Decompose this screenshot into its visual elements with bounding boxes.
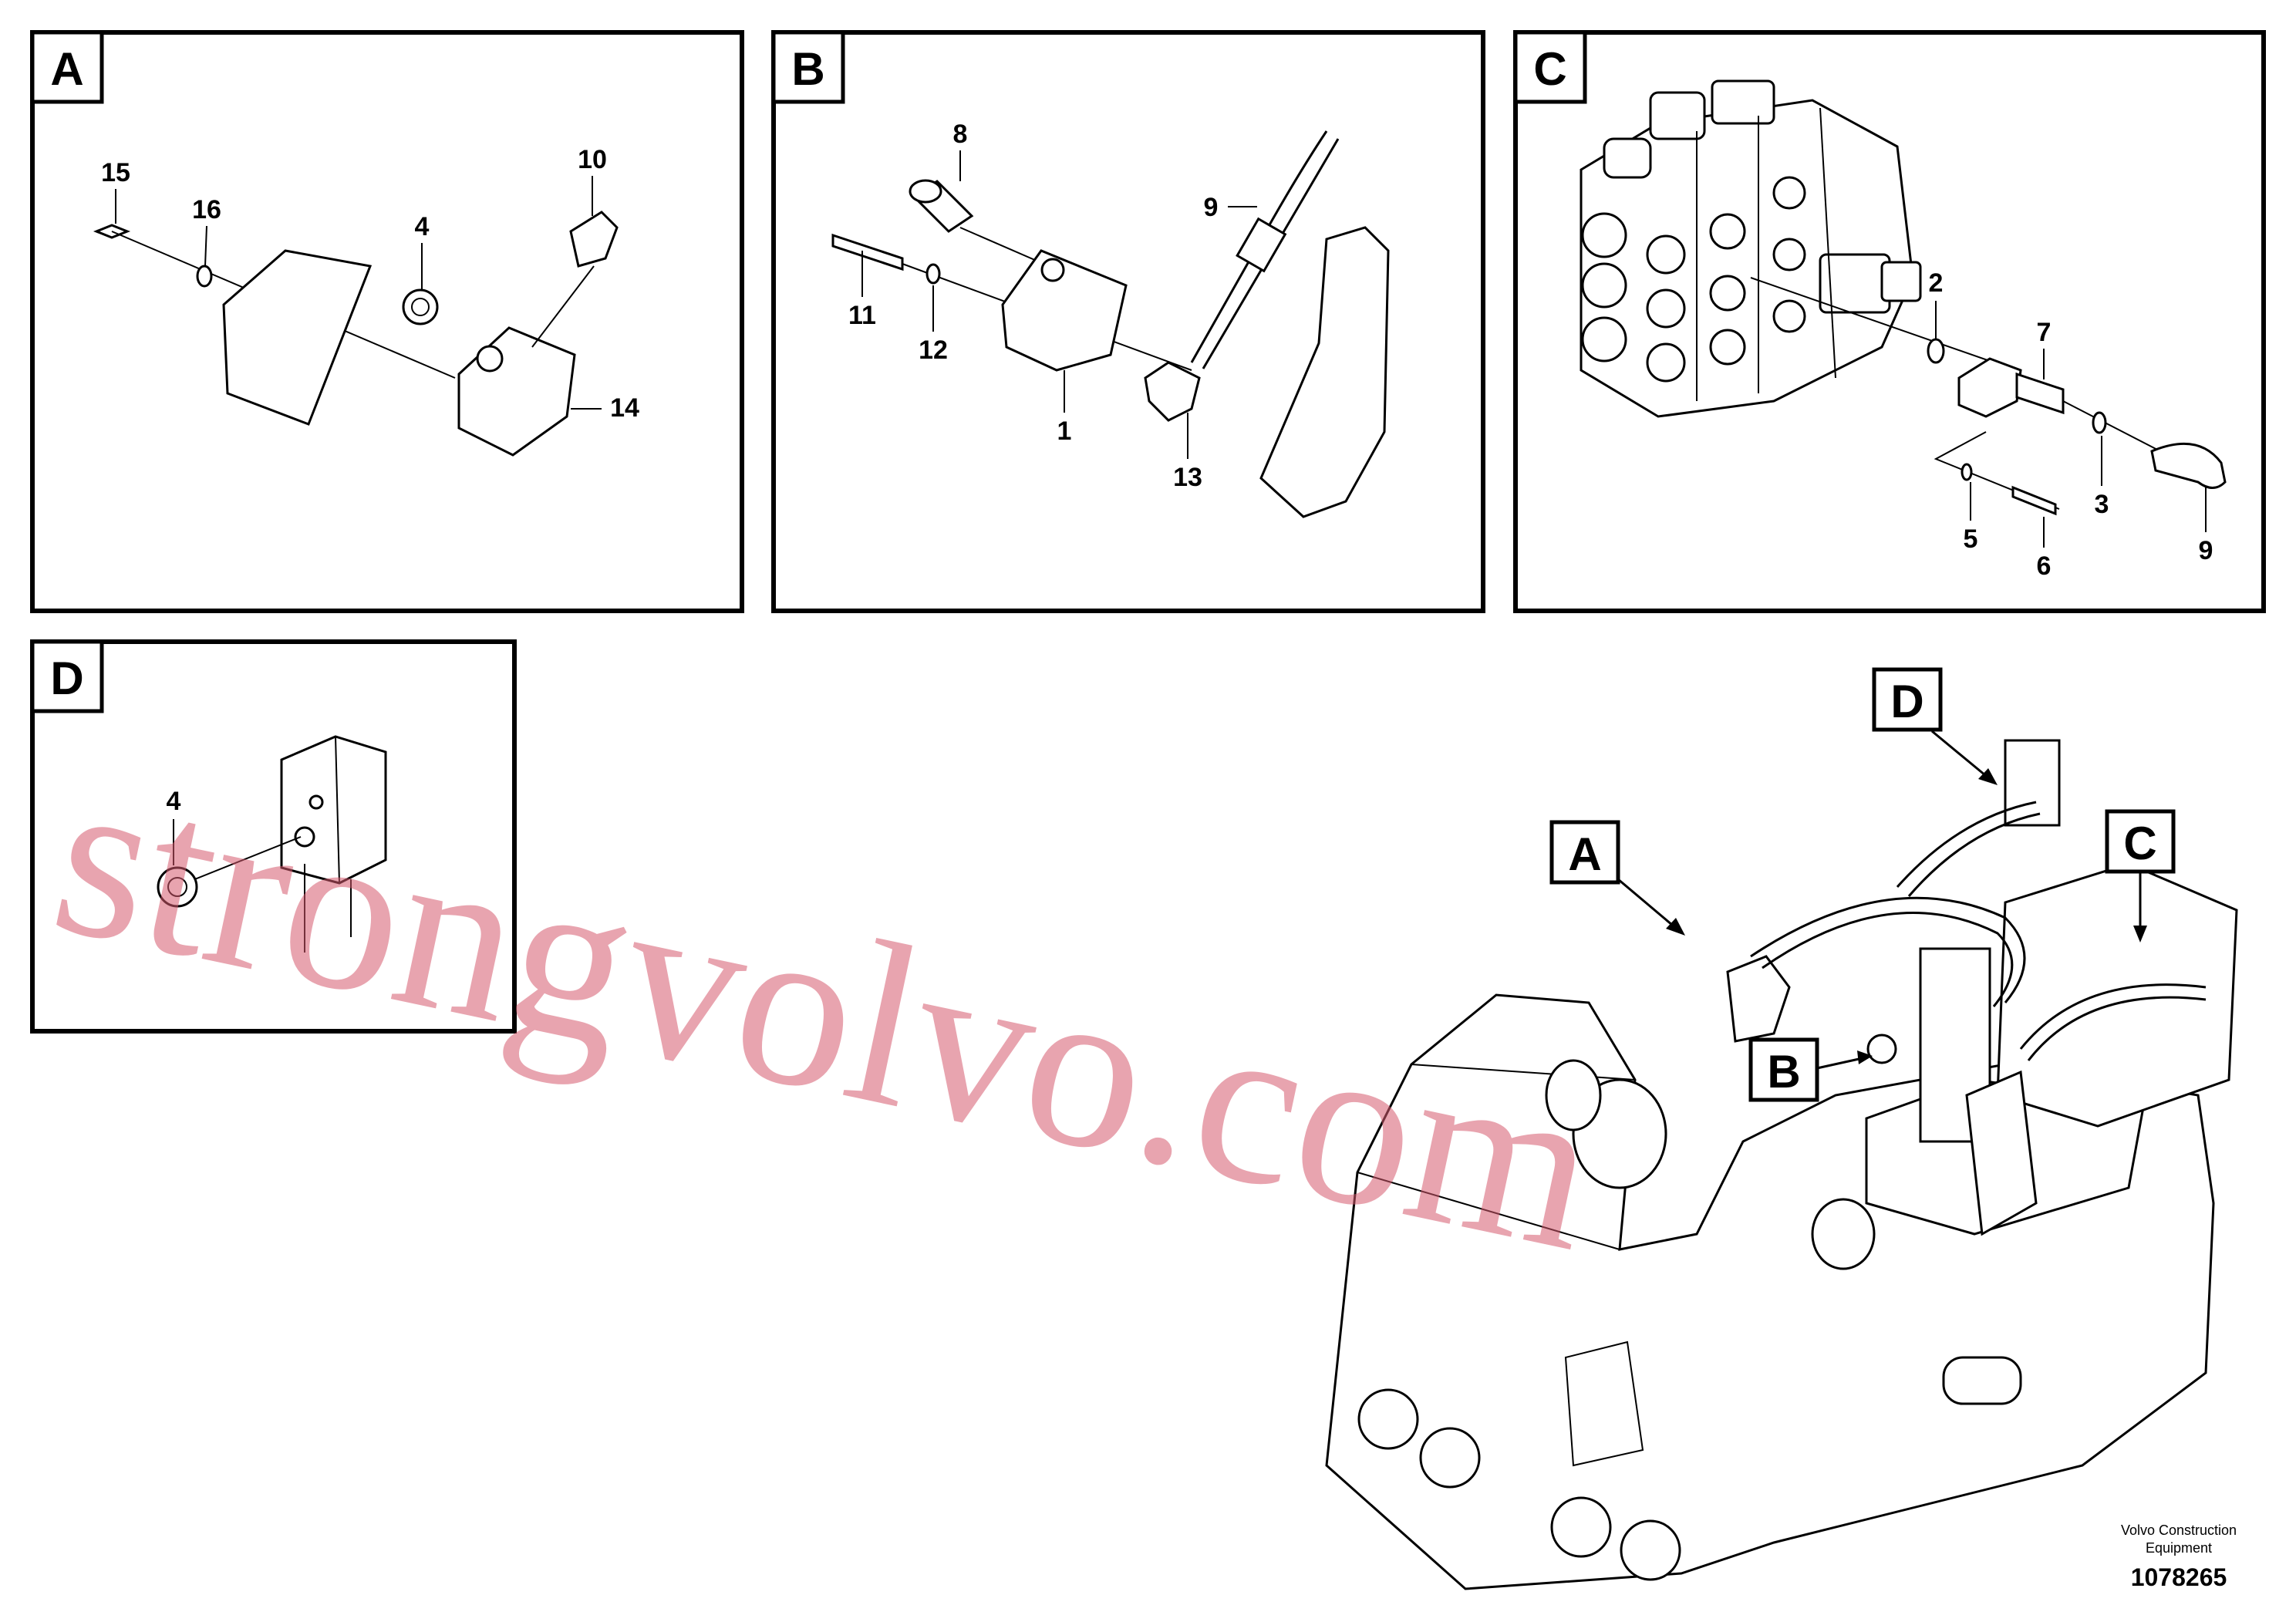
- overview-block-a: [1726, 955, 1791, 1043]
- watermark: strongvolvo.com: [35, 724, 1617, 1300]
- block-1: [1001, 249, 1128, 372]
- panel-d-frame: [30, 639, 517, 1034]
- overview-tag-c-box: [2105, 809, 2176, 874]
- hose-9: [2150, 442, 2227, 489]
- oring-3: [2092, 411, 2107, 434]
- overview-tag-d-box: [1872, 667, 1943, 732]
- callout-12: 12: [919, 336, 948, 365]
- oring-2: [1927, 338, 1945, 364]
- panel-a: A 15 16 4 10 14: [30, 30, 744, 613]
- panel-c-tag: C: [1533, 43, 1566, 95]
- callout-15: 15: [101, 158, 130, 187]
- hose-a: [1750, 896, 2026, 1003]
- overview-tag-b: B: [1767, 1046, 1800, 1098]
- panel-a-frame: [30, 30, 744, 613]
- overview-bracket: [1965, 1070, 2038, 1236]
- bolt-11: [831, 233, 904, 271]
- overview-tag-a: A: [1568, 828, 1601, 880]
- callout-8: 8: [953, 120, 968, 149]
- callout-9: 9: [1204, 193, 1219, 222]
- credit-line-1: Volvo Construction: [2121, 1523, 2237, 1538]
- panel-d: D 4: [30, 639, 517, 1034]
- washer-5: [1961, 463, 1973, 481]
- callout-16: 16: [192, 195, 221, 224]
- callout-7: 7: [2037, 318, 2052, 347]
- fitting-4: [402, 288, 439, 325]
- panel-d-tag-box: [30, 639, 104, 713]
- adapter-7: [2015, 372, 2065, 415]
- control-valve: [1580, 79, 1922, 418]
- callout-5: 5: [1964, 524, 1978, 554]
- panel-d-tag: D: [50, 653, 83, 704]
- fitting-4: [157, 866, 198, 908]
- panel-b-tag: B: [791, 43, 824, 95]
- washer-16: [196, 265, 213, 288]
- panel-c-tag-box: [1513, 30, 1587, 104]
- overview-tag-a-box: [1549, 820, 1620, 885]
- overview-assembly: D A C B: [1325, 667, 2238, 1590]
- mounting-plate: [222, 249, 373, 426]
- callout-9c: 9: [2199, 536, 2213, 565]
- callout-14: 14: [610, 393, 639, 423]
- callout-4d: 4: [167, 787, 181, 816]
- panel-a-tag: A: [50, 43, 83, 95]
- panel-b-tag-box: [771, 30, 845, 104]
- hose-d: [1896, 801, 2037, 888]
- washer-12: [925, 263, 941, 285]
- overview-tag-b-box: [1748, 1037, 1819, 1102]
- callout-1: 1: [1057, 416, 1072, 446]
- elbow-13: [1144, 361, 1201, 422]
- panel-c: C: [1513, 30, 2266, 613]
- overview-tag-c: C: [2123, 818, 2156, 869]
- callout-3: 3: [2095, 490, 2109, 519]
- panel-a-tag-box: [30, 30, 104, 104]
- overview-tag-d: D: [1890, 676, 1923, 727]
- credit-line-2: Equipment: [2146, 1540, 2212, 1556]
- pilot-block: [2004, 739, 2061, 827]
- bracket: [1259, 226, 1390, 518]
- flange: [1957, 357, 2022, 418]
- overview-fitting-b: [1866, 1034, 1897, 1064]
- callout-11: 11: [848, 301, 876, 330]
- doc-number: 1078265: [2131, 1563, 2227, 1591]
- callout-4: 4: [415, 212, 430, 241]
- hose-c: [2019, 983, 2207, 1050]
- elbow-10: [569, 211, 619, 268]
- callout-10: 10: [578, 145, 607, 174]
- overview-control-valve: [1996, 862, 2238, 1128]
- callout-2: 2: [1929, 268, 1944, 298]
- callout-6: 6: [2037, 551, 2052, 581]
- callout-13: 13: [1173, 463, 1202, 492]
- bolt-6: [2011, 485, 2057, 516]
- panel-b: B 8 9 11 12 1 13: [771, 30, 1485, 613]
